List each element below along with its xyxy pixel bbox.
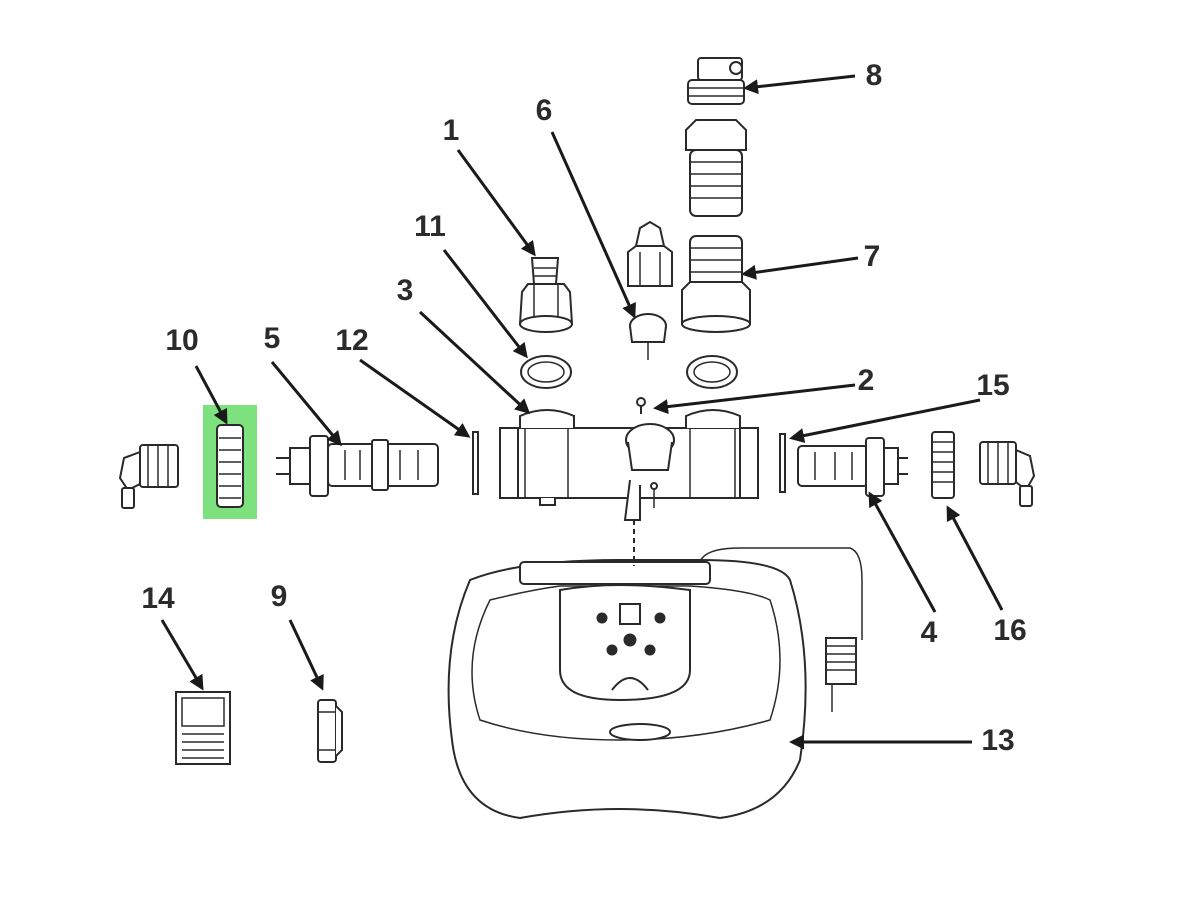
left-power-connector[interactable] <box>118 444 179 509</box>
callout-4: 4 <box>921 616 938 649</box>
callout-6: 6 <box>536 94 553 127</box>
part-12-left-gasket[interactable] <box>472 431 479 495</box>
part-1-barb-fitting[interactable] <box>518 257 574 333</box>
callout-13: 13 <box>981 724 1014 757</box>
part-11-orings[interactable] <box>520 355 738 389</box>
callout-8: 8 <box>866 59 883 92</box>
callout-9: 9 <box>271 580 288 613</box>
callout-16: 16 <box>993 614 1026 647</box>
part-15-right-gasket[interactable] <box>779 433 786 493</box>
part-4-right-electrode[interactable] <box>797 437 908 497</box>
leader-lines <box>160 74 1004 750</box>
part-8-hose-clamp[interactable] <box>687 57 745 105</box>
callout-12: 12 <box>335 324 368 357</box>
callout-1: 1 <box>443 114 460 147</box>
part-9-cap[interactable] <box>317 699 343 763</box>
part-14-instruction-card[interactable] <box>175 691 231 765</box>
part-10-cell-plates[interactable] <box>216 424 244 508</box>
part-16-ring-nut[interactable] <box>931 431 955 499</box>
callout-labels: 1 2 3 4 5 6 7 8 9 10 11 12 13 14 15 16 <box>141 59 1026 757</box>
callout-7: 7 <box>864 240 881 273</box>
callout-11: 11 <box>414 210 446 243</box>
part-2-screw[interactable] <box>636 397 646 414</box>
part-6-sensor-cap[interactable] <box>627 220 673 360</box>
callout-14: 14 <box>141 582 175 615</box>
callout-2: 2 <box>858 364 875 397</box>
part-7-union-adapters[interactable] <box>681 119 751 333</box>
right-power-connector[interactable] <box>979 441 1036 507</box>
callout-3: 3 <box>397 274 414 307</box>
callout-15: 15 <box>976 369 1009 402</box>
part-5-left-electrode[interactable] <box>276 435 439 497</box>
callout-5: 5 <box>264 322 281 355</box>
part-13-control-unit[interactable] <box>447 520 863 820</box>
part-3-cell-body[interactable] <box>499 409 759 521</box>
callout-10: 10 <box>165 324 198 357</box>
